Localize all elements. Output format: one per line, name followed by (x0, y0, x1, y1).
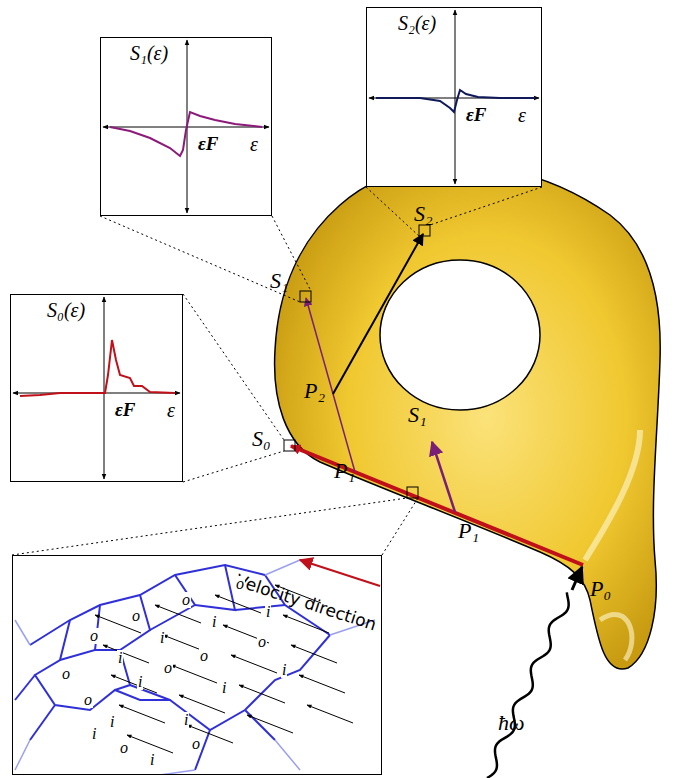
ray-initial (291, 446, 583, 565)
face-marker: i (211, 614, 217, 630)
point-label: P₂ (304, 380, 325, 402)
face-marker: o (257, 634, 267, 650)
inset-ground (10, 294, 183, 482)
face-marker: i (159, 630, 165, 646)
plot-inset: S₀(ε) εF ε (10, 294, 183, 482)
probe-square (300, 291, 311, 302)
ray-initial (291, 446, 420, 498)
face-marker: i (149, 752, 155, 768)
axis-title: S₀(ε) (47, 300, 85, 320)
ray-tertiary (333, 234, 423, 394)
photon-label: ħω (498, 712, 525, 734)
face-marker: o (235, 576, 245, 592)
photon-wave (487, 592, 569, 778)
face-marker: i (137, 674, 143, 690)
face-marker: i (183, 712, 189, 728)
inset-ground (12, 555, 382, 775)
photon-head (572, 567, 582, 590)
face-marker: o (163, 660, 173, 676)
face-marker: o (191, 736, 201, 752)
face-marker: i (281, 662, 287, 678)
face-marker: i (265, 604, 271, 620)
plot-s2 (369, 10, 539, 184)
axis-label: εF (198, 134, 218, 153)
highlight (585, 430, 640, 560)
plot-inset: S₁(ε) εF ε (100, 37, 272, 216)
plot-s1 (103, 40, 269, 213)
axis-label: ε (250, 134, 258, 154)
ray-secondary (432, 442, 455, 512)
direction-label: Velocity direction (233, 572, 378, 633)
face-marker: i (109, 714, 115, 730)
point-label: P₁ (334, 460, 355, 482)
highlight (600, 615, 632, 660)
point-label: S₀ (252, 428, 271, 450)
probe-square (419, 225, 430, 236)
point-label: S₁ (408, 404, 427, 426)
axis-title: S₂(ε) (398, 13, 436, 33)
mesh (15, 560, 380, 774)
face-marker: i (117, 650, 123, 666)
face-marker: o (199, 648, 209, 664)
axis-title: S₁(ε) (130, 43, 168, 63)
inset-ground (366, 7, 542, 187)
plot-s0 (13, 297, 180, 479)
axis-label: εF (115, 400, 135, 419)
probe-square (407, 487, 418, 498)
point-label: S₂ (414, 203, 433, 225)
face-marker: i (91, 726, 97, 742)
face-marker: o (131, 608, 141, 624)
inset-ground (100, 37, 272, 216)
axis-label: εF (466, 105, 486, 124)
face-marker: i (221, 680, 227, 696)
probe-square (284, 440, 295, 451)
point-label: P₀ (590, 578, 611, 600)
face-marker: o (89, 628, 99, 644)
face-marker: o (61, 666, 71, 682)
axis-label: ε (518, 105, 526, 125)
face-marker: o (181, 592, 191, 608)
face-marker: o (119, 740, 129, 756)
point-label: P₁ (458, 520, 479, 542)
face-marker: o (83, 692, 93, 708)
point-label: S₁ (270, 270, 289, 292)
axis-label: ε (167, 400, 175, 420)
mesh-inset: Velocity directionoioioioiooiiooioioiiio (12, 555, 382, 775)
plot-inset: S₂(ε) εF ε (366, 7, 542, 187)
